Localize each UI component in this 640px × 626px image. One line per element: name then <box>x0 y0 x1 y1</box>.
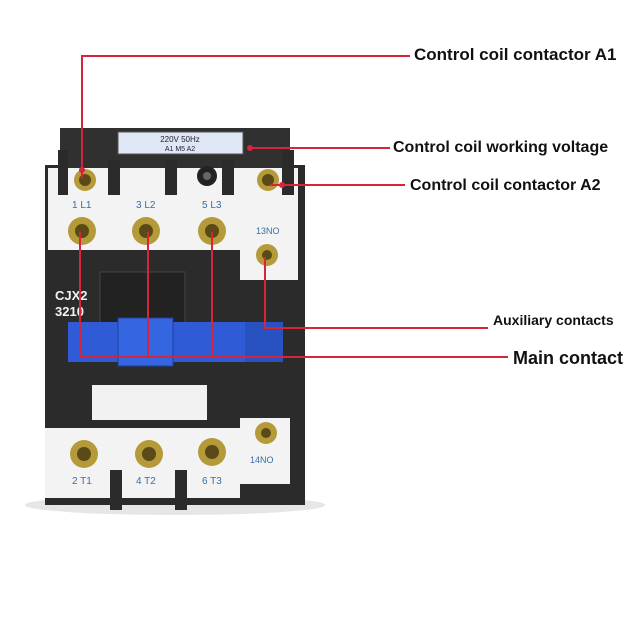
callout-lines <box>79 55 508 358</box>
a1-screw-icon <box>74 169 96 191</box>
separator <box>165 160 177 195</box>
model-label-line1: CJX2 <box>55 288 88 303</box>
blue-actuator <box>117 317 174 367</box>
terminal-label-l2: 3 L2 <box>136 200 156 211</box>
label-control-coil-voltage: Control coil working voltage <box>393 139 609 156</box>
separator <box>175 470 187 510</box>
separator <box>222 160 234 195</box>
terminal-label-l3: 5 L3 <box>202 200 222 211</box>
label-auxiliary-contacts: Auxiliary contacts <box>493 312 614 328</box>
callout-line-main <box>79 232 508 358</box>
callout-dots <box>79 145 285 188</box>
terminal-label-t2: 4 T2 <box>136 476 156 487</box>
label-main-contact: Main contact <box>513 348 624 368</box>
model-label-line2: 3210 <box>55 304 84 319</box>
coil-plate-terminals: A1 M5 A2 <box>165 146 195 153</box>
a2-screw-icon <box>257 169 279 191</box>
l1-screw-icon <box>68 217 96 245</box>
m5-screw-icon <box>197 166 217 186</box>
coil-plate <box>117 131 244 155</box>
l2-screw-icon <box>132 217 160 245</box>
separator <box>110 470 122 510</box>
t3-screw-icon <box>198 438 226 466</box>
terminal-label-l1: 1 L1 <box>72 200 92 211</box>
aux-13-screw-icon <box>256 244 278 266</box>
separator <box>58 150 68 195</box>
l3-screw-icon <box>198 217 226 245</box>
terminal-label-13no: 13NO <box>256 226 280 236</box>
label-control-coil-a2: Control coil contactor A2 <box>410 177 601 194</box>
label-control-coil-a1: Control coil contactor A1 <box>414 45 617 64</box>
callout-line-a1 <box>81 55 410 178</box>
callout-line-auxiliary <box>264 257 488 329</box>
coil-plate-voltage: 220V 50Hz <box>160 135 200 144</box>
terminal-label-14no: 14NO <box>250 455 274 465</box>
terminal-label-t3: 6 T3 <box>202 476 222 487</box>
t2-screw-icon <box>135 440 163 468</box>
terminal-label-t1: 2 T1 <box>72 476 92 487</box>
label-slot <box>92 385 207 420</box>
t1-screw-icon <box>70 440 98 468</box>
aux-14-screw-icon <box>255 422 277 444</box>
separator <box>108 160 120 195</box>
separator <box>282 150 294 195</box>
